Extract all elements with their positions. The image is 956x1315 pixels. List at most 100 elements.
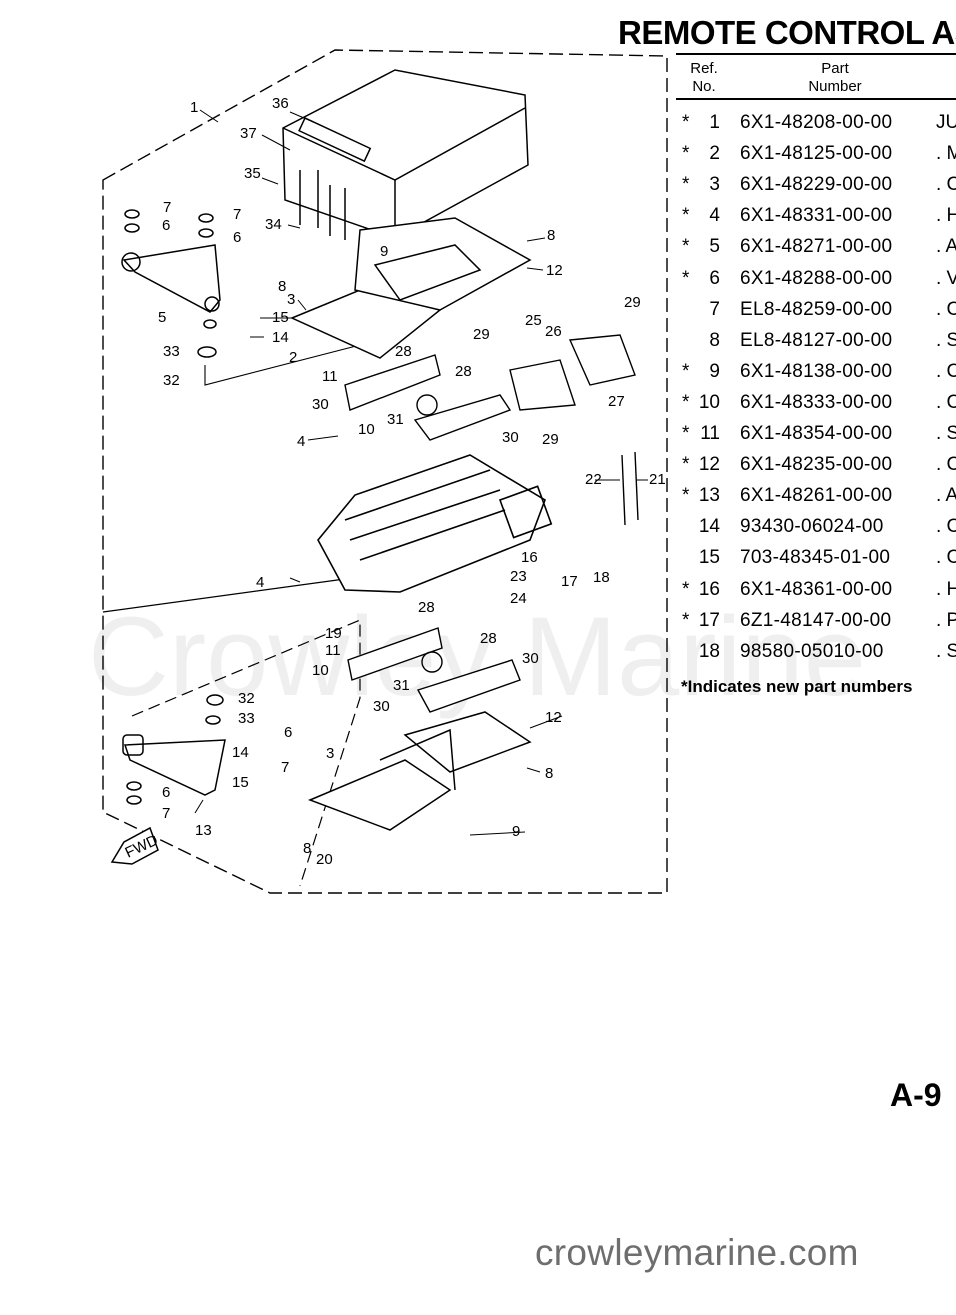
row-part-number: EL8-48127-00-00 [740, 329, 893, 351]
row-ref-no: 5 [709, 236, 720, 258]
row-description: . C [936, 454, 956, 476]
callout-35: 35 [244, 165, 261, 182]
arm-lever-upper [121, 209, 221, 358]
row-part-number: 703-48345-01-00 [740, 547, 891, 569]
row-part-number: 6X1-48229-00-00 [740, 174, 893, 196]
row-star: * [682, 485, 690, 507]
row-part-number: 98580-05010-00 [740, 640, 884, 662]
row-description: JU [936, 112, 956, 133]
row-ref-no: 13 [698, 485, 720, 507]
table-top-rule [676, 53, 956, 55]
sub-boundary-mid [204, 344, 361, 386]
row-description: . M [936, 143, 956, 165]
callout-14: 14 [272, 329, 289, 346]
row-description: . A [936, 236, 956, 258]
row-star: * [682, 454, 690, 476]
callout-9: 9 [512, 823, 520, 840]
table-header-rule [676, 98, 956, 100]
callout-23: 23 [510, 568, 527, 585]
callout-5: 5 [158, 309, 166, 326]
row-ref-no: 8 [709, 329, 720, 351]
site-url: crowleymarine.com [535, 1232, 859, 1273]
row-ref-no: 6 [709, 267, 720, 289]
row-ref-no: 10 [698, 391, 720, 413]
row-description: . P [936, 609, 956, 631]
callout-10: 10 [312, 662, 329, 679]
callout-8: 8 [278, 278, 286, 295]
row-ref-no: 11 [700, 423, 720, 444]
callout-3: 3 [326, 745, 334, 762]
row-description: . S [936, 640, 956, 662]
row-part-number: 6X1-48288-00-00 [740, 267, 893, 289]
callout-6: 6 [162, 784, 170, 801]
callout-31: 31 [393, 677, 410, 694]
row-ref-no: 15 [698, 547, 720, 569]
callout-36: 36 [272, 95, 289, 112]
callout-7: 7 [162, 805, 170, 822]
row-description: . C [936, 547, 956, 569]
callout-7: 7 [281, 759, 289, 776]
row-ref-no: 7 [709, 298, 720, 320]
main-housing [317, 454, 553, 593]
footnote: *Indicates new part numbers [681, 677, 913, 696]
row-star: * [682, 143, 690, 165]
callout-15: 15 [272, 309, 289, 326]
callout-29: 29 [473, 326, 490, 343]
page-number: A-9 [890, 1077, 942, 1113]
linkage-right [509, 334, 636, 411]
row-star: * [682, 609, 690, 631]
callout-2: 2 [289, 349, 297, 366]
callout-24: 24 [510, 590, 527, 607]
row-part-number: 6X1-48333-00-00 [740, 391, 893, 413]
row-ref-no: 14 [698, 516, 720, 538]
callout-30: 30 [312, 396, 329, 413]
callout-28: 28 [480, 630, 497, 647]
callout-1: 1 [190, 99, 198, 116]
row-star: * [682, 360, 690, 382]
row-part-number: 6X1-48138-00-00 [740, 360, 893, 382]
assembly-boundary [102, 49, 668, 894]
fwd-arrow-icon [110, 826, 159, 865]
callout-30: 30 [522, 650, 539, 667]
callout-9: 9 [380, 243, 388, 260]
row-ref-no: 16 [698, 578, 720, 600]
row-description: . C [936, 516, 956, 538]
callout-20: 20 [316, 851, 333, 868]
row-part-number: 6X1-48271-00-00 [740, 236, 893, 258]
row-part-number: EL8-48259-00-00 [740, 298, 893, 320]
callout-19: 19 [325, 625, 342, 642]
row-description: . C [936, 391, 956, 413]
lower-plate [307, 711, 532, 831]
row-star: * [682, 112, 690, 133]
callout-28: 28 [418, 599, 435, 616]
row-part-number: 6Z1-48147-00-00 [740, 609, 892, 631]
row-ref-no: 17 [698, 609, 720, 631]
callout-10: 10 [358, 421, 375, 438]
row-part-number: 6X1-48361-00-00 [740, 578, 893, 600]
leader-lines [194, 109, 648, 836]
callout-31: 31 [387, 411, 404, 428]
row-part-number: 6X1-48208-00-00 [740, 112, 893, 133]
bolts-long [621, 451, 639, 526]
row-star: * [682, 236, 690, 258]
row-part-number: 6X1-48354-00-00 [740, 423, 893, 444]
callout-15: 15 [232, 774, 249, 791]
callout-6: 6 [162, 217, 170, 234]
callout-25: 25 [525, 312, 542, 329]
callout-30: 30 [373, 698, 390, 715]
callout-7: 7 [163, 199, 171, 216]
callout-30: 30 [502, 429, 519, 446]
callout-14: 14 [232, 744, 249, 761]
callout-13: 13 [195, 822, 212, 839]
row-ref-no: 12 [698, 454, 720, 476]
callout-22: 22 [585, 471, 602, 488]
callout-29: 29 [542, 431, 559, 448]
callout-8: 8 [547, 227, 555, 244]
row-description: . V [936, 267, 956, 289]
row-description: . C [936, 360, 956, 382]
row-description: . S [936, 423, 956, 444]
rack-gear-lower [347, 627, 521, 713]
column-header-ref: Ref.No. [690, 60, 718, 95]
callout-28: 28 [395, 343, 412, 360]
